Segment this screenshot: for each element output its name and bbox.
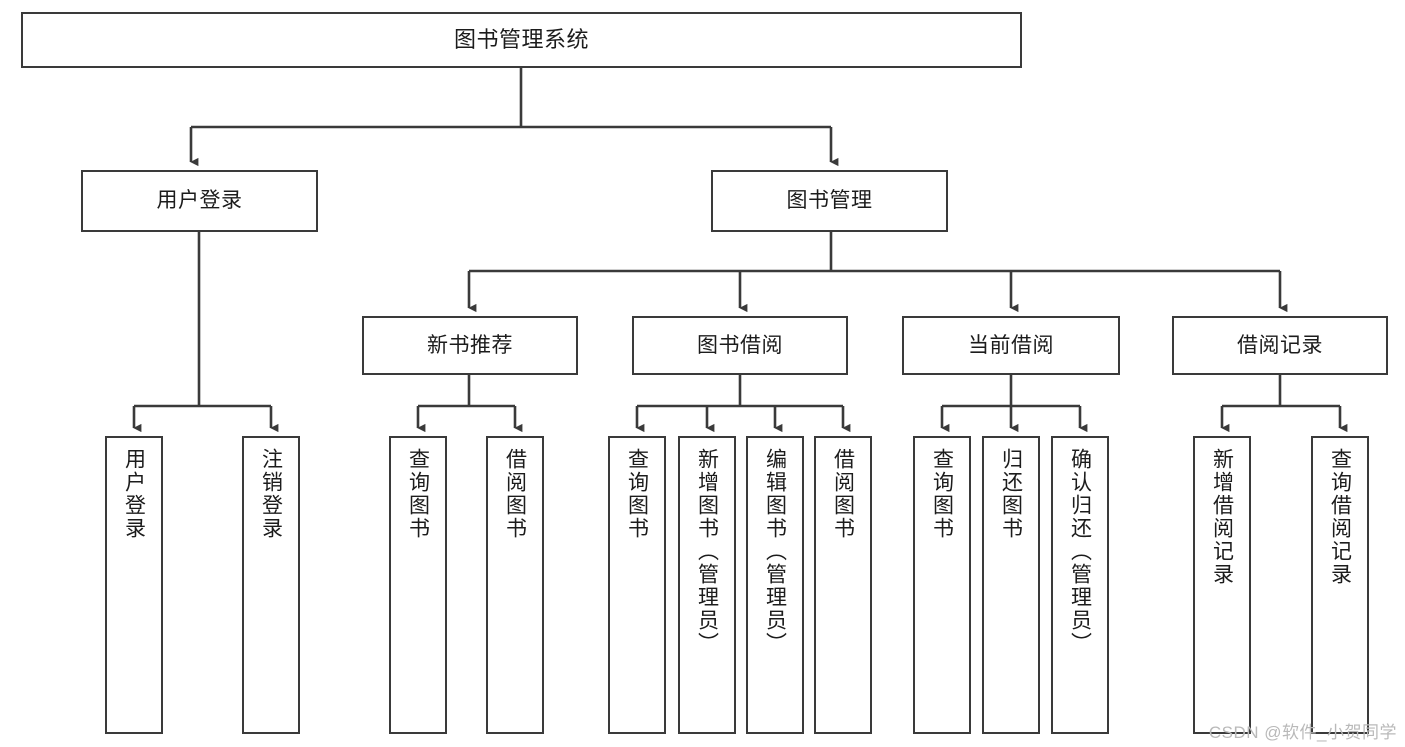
node-label: 图书借阅 <box>697 333 783 357</box>
leaf-user-login[interactable]: 用户登录 <box>105 436 163 734</box>
leaf-borrow-book-recommend[interactable]: 借阅图书 <box>486 436 544 734</box>
node-label: 查询借阅记录 <box>1328 448 1352 586</box>
node-label: 查询图书 <box>406 448 430 540</box>
node-label: 查询图书 <box>625 448 649 540</box>
node-label: 借阅记录 <box>1237 333 1323 357</box>
leaf-query-book-current[interactable]: 查询图书 <box>913 436 971 734</box>
node-book-borrow[interactable]: 图书借阅 <box>632 316 848 375</box>
leaf-query-book-borrow[interactable]: 查询图书 <box>608 436 666 734</box>
node-label: 注销登录 <box>259 448 283 540</box>
leaf-return-book[interactable]: 归还图书 <box>982 436 1040 734</box>
node-book-management[interactable]: 图书管理 <box>711 170 948 232</box>
node-label: 查询图书 <box>930 448 954 540</box>
leaf-query-book-recommend[interactable]: 查询图书 <box>389 436 447 734</box>
node-label: 用户登录 <box>122 448 146 540</box>
node-label: 用户登录 <box>156 189 243 213</box>
node-label: 图书管理 <box>786 189 873 213</box>
leaf-add-book-admin[interactable]: 新增图书（管理员） <box>678 436 736 734</box>
node-label: 确认归还（管理员） <box>1068 448 1092 655</box>
node-user-login[interactable]: 用户登录 <box>81 170 318 232</box>
node-borrow-record[interactable]: 借阅记录 <box>1172 316 1388 375</box>
leaf-confirm-return-admin[interactable]: 确认归还（管理员） <box>1051 436 1109 734</box>
node-label: 新增借阅记录 <box>1210 448 1234 586</box>
leaf-add-borrow-record[interactable]: 新增借阅记录 <box>1193 436 1251 734</box>
node-label: 借阅图书 <box>831 448 855 540</box>
node-new-book-recommend[interactable]: 新书推荐 <box>362 316 578 375</box>
leaf-edit-book-admin[interactable]: 编辑图书（管理员） <box>746 436 804 734</box>
node-label: 图书管理系统 <box>453 26 589 52</box>
node-current-borrow[interactable]: 当前借阅 <box>902 316 1120 375</box>
node-book-management-system[interactable]: 图书管理系统 <box>21 12 1022 68</box>
csdn-watermark: CSDN @软件_小贺同学 <box>1208 723 1397 742</box>
leaf-query-borrow-record[interactable]: 查询借阅记录 <box>1311 436 1369 734</box>
leaf-borrow-book[interactable]: 借阅图书 <box>814 436 872 734</box>
node-label: 新书推荐 <box>427 333 513 357</box>
node-label: 新增图书（管理员） <box>695 448 719 655</box>
leaf-logout-login[interactable]: 注销登录 <box>242 436 300 734</box>
node-label: 编辑图书（管理员） <box>763 448 787 655</box>
node-label: 当前借阅 <box>968 333 1054 357</box>
node-label: 归还图书 <box>999 448 1023 540</box>
node-label: 借阅图书 <box>503 448 527 540</box>
